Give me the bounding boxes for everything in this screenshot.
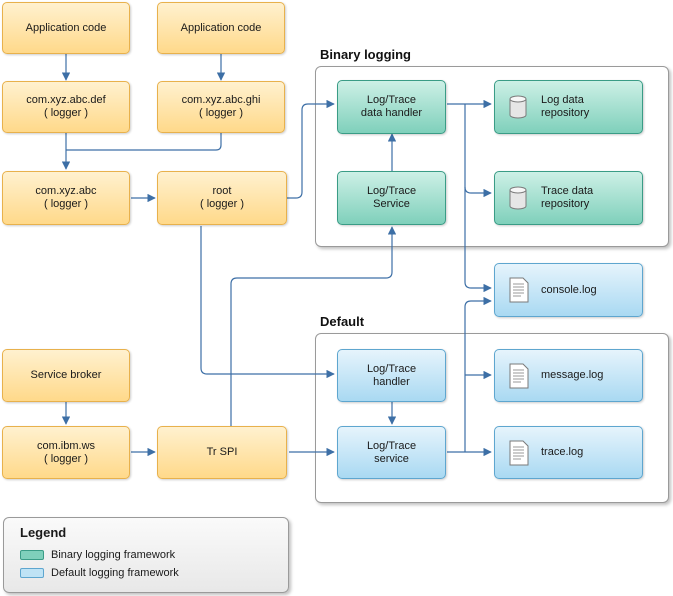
message-log-node: message.log: [494, 349, 643, 402]
application-code-node-2: Application code: [157, 2, 285, 54]
root-logger-node: root ( logger ): [157, 171, 287, 225]
database-icon: [509, 186, 527, 210]
default-title: Default: [320, 314, 365, 329]
log-data-repository-node: Log data repository: [494, 80, 643, 134]
console-log-node: console.log: [494, 263, 643, 317]
application-code-node-1: Application code: [2, 2, 130, 54]
legend: Legend Binary logging framework Default …: [3, 517, 289, 593]
document-icon: [509, 277, 529, 303]
default-handler-node: Log/Trace handler: [337, 349, 446, 402]
service-broker-node: Service broker: [2, 349, 130, 402]
default-service-node: Log/Trace service: [337, 426, 446, 479]
legend-label-binary: Binary logging framework: [51, 549, 176, 561]
legend-label-default: Default logging framework: [51, 567, 179, 579]
legend-swatch-default: [20, 568, 44, 578]
binary-data-handler-node: Log/Trace data handler: [337, 80, 446, 134]
console-log-label: console.log: [541, 283, 597, 296]
legend-item-default: Default logging framework: [20, 567, 179, 579]
document-icon: [509, 440, 529, 465]
legend-swatch-binary: [20, 550, 44, 560]
log-data-repository-label: Log data repository: [541, 94, 590, 119]
legend-title: Legend: [20, 525, 67, 540]
document-icon: [509, 363, 529, 388]
trace-data-repository-node: Trace data repository: [494, 171, 643, 225]
tr-spi-node: Tr SPI: [157, 426, 287, 479]
trace-data-repository-label: Trace data repository: [541, 185, 594, 210]
database-icon: [509, 95, 527, 119]
binary-logging-title: Binary logging: [320, 47, 411, 62]
logger-ibm-ws-node: com.ibm.ws ( logger ): [2, 426, 130, 479]
edge-ghi-abc: [66, 133, 222, 151]
message-log-label: message.log: [541, 369, 604, 381]
trace-log-node: trace.log: [494, 426, 643, 479]
binary-service-node: Log/Trace Service: [337, 171, 446, 225]
logger-ghi-node: com.xyz.abc.ghi ( logger ): [157, 81, 285, 133]
legend-item-binary: Binary logging framework: [20, 549, 175, 561]
trace-log-label: trace.log: [541, 446, 584, 458]
logger-def-node: com.xyz.abc.def ( logger ): [2, 81, 130, 133]
logger-abc-node: com.xyz.abc ( logger ): [2, 171, 130, 225]
